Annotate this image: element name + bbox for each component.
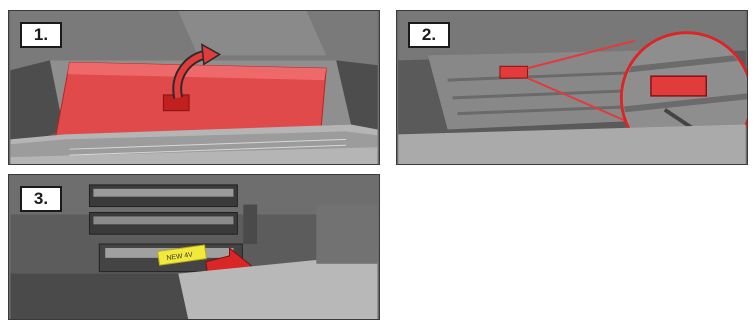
step-2-label: 2.: [408, 22, 450, 48]
trunk-floor-illustration: [9, 11, 379, 164]
step-3-label: 3.: [20, 186, 62, 212]
step-2-panel: 2.: [396, 10, 748, 165]
storage-compartment-illustration: NEW 4V: [9, 175, 379, 319]
small-red-part: [500, 66, 528, 78]
step-1-panel: 1.: [8, 10, 380, 165]
step-1-label: 1.: [20, 22, 62, 48]
step-3-panel: NEW 4V 3.: [8, 174, 380, 320]
large-red-part: [651, 76, 706, 96]
